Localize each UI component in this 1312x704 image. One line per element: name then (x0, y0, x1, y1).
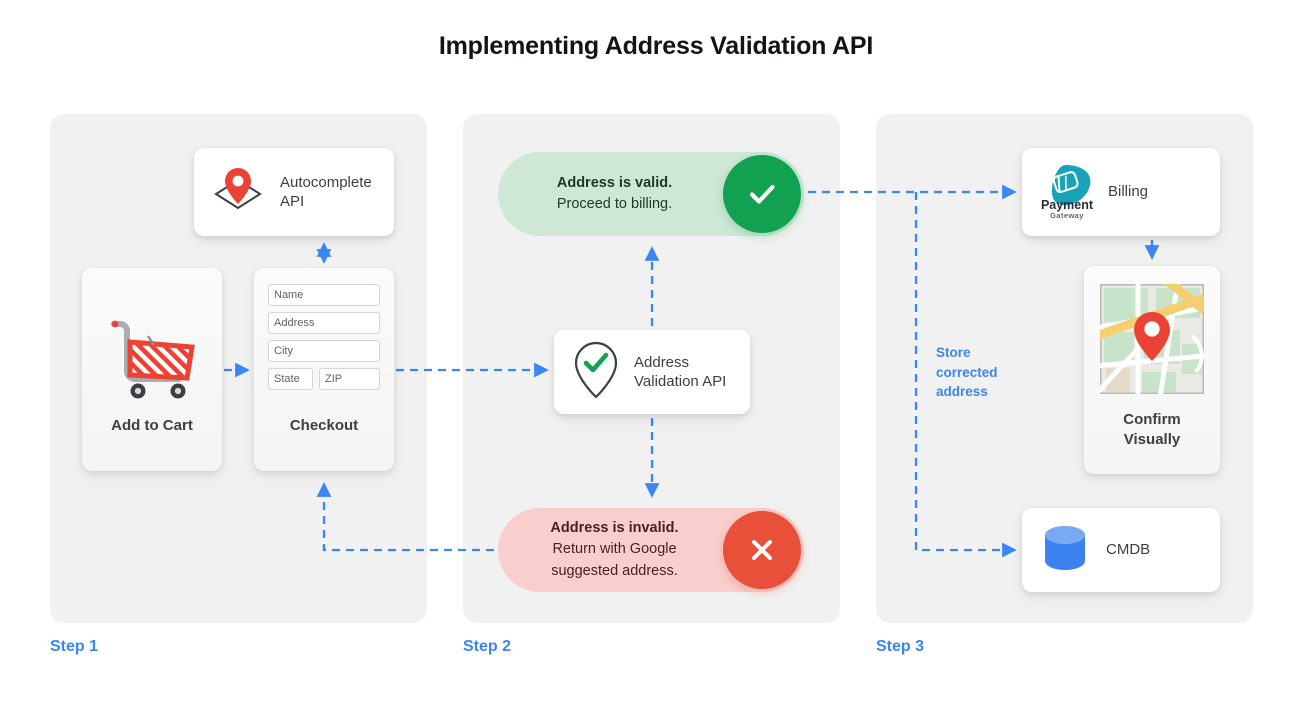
add-to-cart-label: Add to Cart (111, 417, 193, 434)
store-corrected-address-note: Store corrected address (936, 345, 998, 400)
pin-check-icon (570, 339, 622, 406)
address-field[interactable]: Address (268, 312, 380, 334)
payment-gateway-logo: Payment Gateway (1036, 159, 1098, 226)
checkout-card[interactable]: Name Address City State ZIP Checkout (254, 268, 394, 471)
confirm-visually-card[interactable]: Confirm Visually (1084, 266, 1220, 474)
address-valid-pill: Address is valid. Proceed to billing. (498, 152, 804, 236)
close-icon (723, 511, 801, 589)
cmdb-card[interactable]: CMDB (1022, 508, 1220, 592)
check-icon (723, 155, 801, 233)
database-icon (1038, 522, 1092, 579)
billing-label: Billing (1108, 183, 1149, 201)
name-field[interactable]: Name (268, 284, 380, 306)
state-field[interactable]: State (268, 368, 313, 390)
address-valid-text: Address is valid. Proceed to billing. (556, 174, 673, 212)
map-pin-diamond-icon (208, 162, 268, 223)
address-validation-api-label: Address Validation API (634, 353, 727, 391)
confirm-visually-label: Confirm Visually (1123, 411, 1181, 449)
map-thumbnail-icon (1100, 284, 1204, 399)
add-to-cart-card[interactable]: Add to Cart (82, 268, 222, 471)
shopping-cart-icon (104, 314, 200, 407)
billing-card[interactable]: Payment Gateway Billing (1022, 148, 1220, 236)
city-field[interactable]: City (268, 340, 380, 362)
state-zip-row: State ZIP (268, 368, 380, 390)
step-1-label: Step 1 (50, 638, 99, 655)
svg-text:Payment: Payment (1041, 198, 1094, 212)
address-invalid-pill: Address is invalid. Return with Google s… (498, 508, 804, 592)
svg-text:Gateway: Gateway (1050, 211, 1084, 220)
cmdb-label: CMDB (1106, 541, 1151, 559)
address-invalid-text: Address is invalid. Return with Google s… (550, 520, 679, 579)
checkout-label: Checkout (289, 417, 359, 434)
autocomplete-api-card[interactable]: Autocomplete API (194, 148, 394, 236)
page-title: Implementing Address Validation API (438, 32, 874, 60)
address-validation-api-card[interactable]: Address Validation API (554, 330, 750, 414)
step-2-label: Step 2 (463, 638, 512, 655)
step-3-label: Step 3 (876, 638, 925, 655)
checkout-form: Name Address City State ZIP (268, 284, 380, 390)
autocomplete-api-label: Autocomplete API (280, 173, 372, 211)
zip-field[interactable]: ZIP (319, 368, 380, 390)
